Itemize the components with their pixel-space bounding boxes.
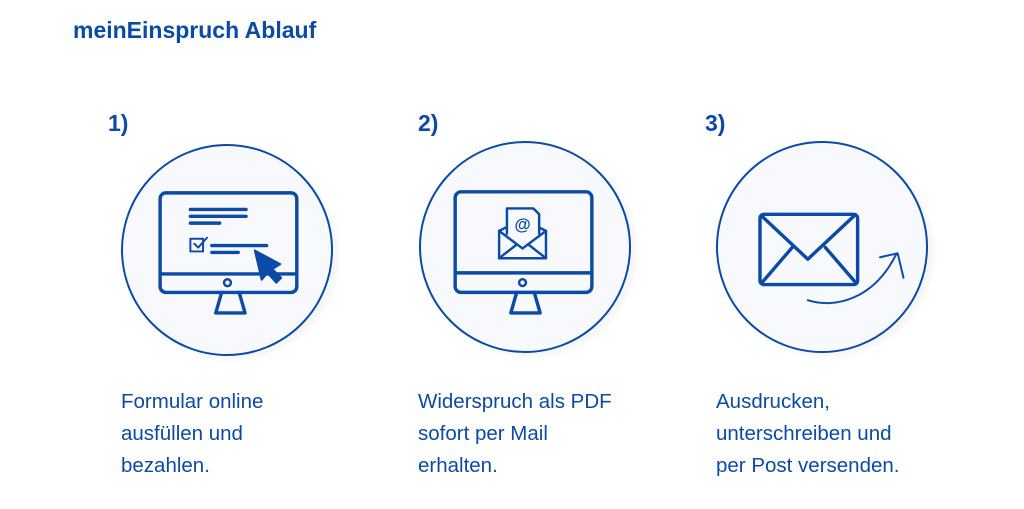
step-3-circle <box>716 141 928 353</box>
step-2-description: Widerspruch als PDF sofort per Mail erha… <box>418 390 612 477</box>
step-3-number: 3) <box>705 110 726 136</box>
monitor-form-icon <box>158 191 299 315</box>
envelope-send-icon <box>758 212 905 305</box>
step-3-description: Ausdrucken, unterschreiben und per Post … <box>716 390 900 477</box>
svg-text:@: @ <box>514 215 530 234</box>
monitor-email-icon: @ <box>453 190 594 315</box>
step-1-description: Formular online ausfüllen und bezahlen. <box>121 390 264 477</box>
step-1-circle <box>121 144 333 356</box>
page-title: meinEinspruch Ablauf <box>73 17 317 43</box>
step-2-number: 2) <box>418 110 439 136</box>
step-2-circle: @ <box>419 141 631 353</box>
step-1-number: 1) <box>108 110 129 136</box>
